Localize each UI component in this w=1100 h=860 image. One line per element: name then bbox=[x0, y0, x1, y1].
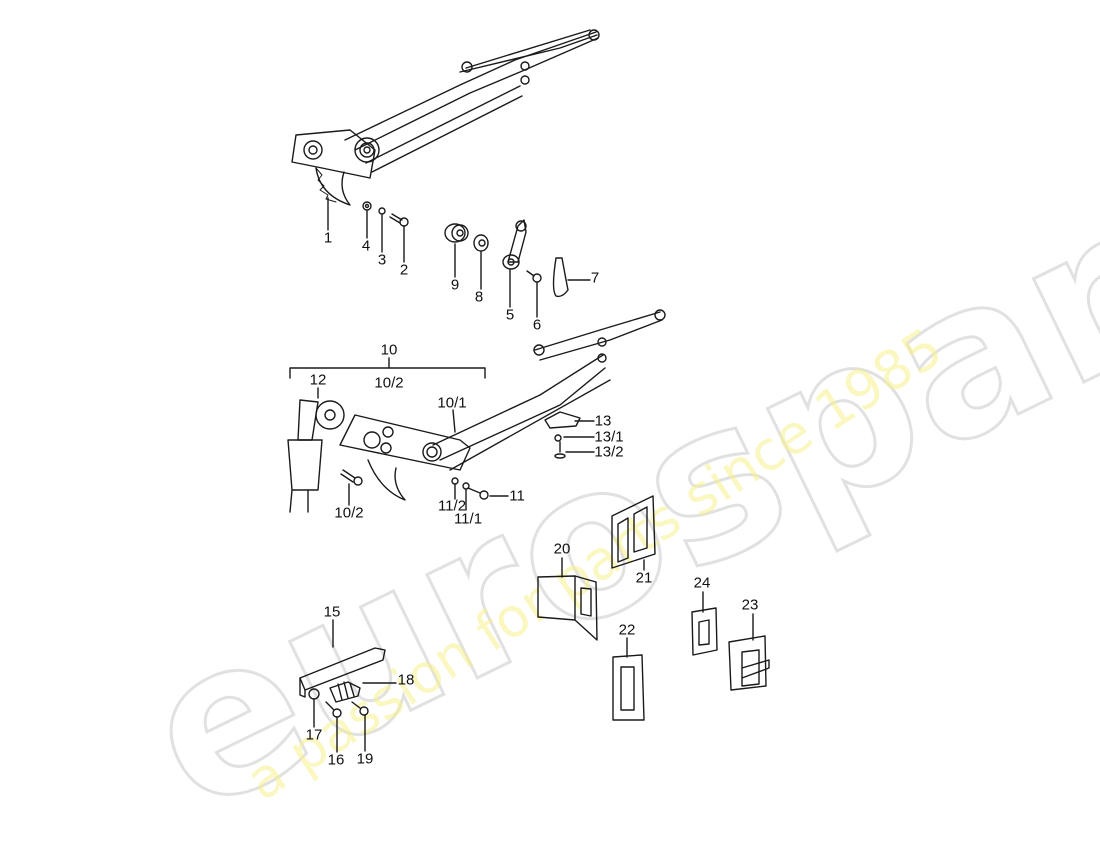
motor-part-12[interactable] bbox=[287, 399, 345, 513]
switch-part-24[interactable] bbox=[691, 607, 718, 656]
bracket-part-15[interactable] bbox=[299, 647, 386, 698]
clip-part-13[interactable] bbox=[544, 411, 581, 429]
parts-drawing bbox=[287, 29, 770, 753]
washer-part-11-2[interactable] bbox=[451, 477, 459, 485]
leader-lines-top bbox=[327, 197, 591, 318]
switch-frame-part-21[interactable] bbox=[611, 495, 656, 569]
part-label-3[interactable]: 3 bbox=[377, 251, 387, 269]
screw-part-6[interactable] bbox=[526, 270, 542, 283]
screw-part-16[interactable] bbox=[325, 701, 342, 718]
part-label-16[interactable]: 16 bbox=[327, 751, 345, 769]
leader-lines-bottom bbox=[313, 557, 754, 753]
part-label-20[interactable]: 20 bbox=[553, 540, 571, 558]
part-label-17[interactable]: 17 bbox=[305, 726, 323, 744]
part-label-11-2[interactable]: 11/2 bbox=[437, 497, 467, 515]
part-label-12[interactable]: 12 bbox=[309, 371, 327, 389]
part-label-10-1[interactable]: 10/1 bbox=[437, 394, 467, 412]
regulator-upper-part-1[interactable] bbox=[291, 29, 600, 206]
switch-housing-part-20[interactable] bbox=[537, 575, 598, 641]
bushing-part-9[interactable] bbox=[444, 223, 469, 243]
part-label-6[interactable]: 6 bbox=[532, 316, 542, 334]
bracket-part-10 bbox=[289, 357, 486, 379]
part-label-15[interactable]: 15 bbox=[323, 603, 341, 621]
washer-part-3[interactable] bbox=[378, 207, 386, 215]
part-label-2[interactable]: 2 bbox=[399, 261, 409, 279]
screw-part-19[interactable] bbox=[351, 701, 369, 716]
part-label-10-2-bottom[interactable]: 10/2 bbox=[334, 504, 364, 522]
part-label-9[interactable]: 9 bbox=[450, 276, 460, 294]
part-label-19[interactable]: 19 bbox=[356, 750, 374, 768]
part-label-18[interactable]: 18 bbox=[397, 671, 415, 689]
part-label-13-2[interactable]: 13/2 bbox=[594, 443, 624, 461]
regulator-assembly-part-10[interactable] bbox=[339, 309, 666, 501]
part-label-10[interactable]: 10 bbox=[380, 341, 398, 359]
part-label-7[interactable]: 7 bbox=[590, 269, 600, 287]
washer-part-8[interactable] bbox=[473, 234, 489, 252]
screw-part-13-2[interactable] bbox=[554, 441, 566, 459]
spring-part-13-1[interactable] bbox=[554, 434, 562, 442]
part-label-13[interactable]: 13 bbox=[594, 412, 612, 430]
part-label-1[interactable]: 1 bbox=[323, 229, 333, 247]
part-label-24[interactable]: 24 bbox=[693, 574, 711, 592]
knob-part-7[interactable] bbox=[552, 257, 569, 298]
part-label-11-1[interactable]: 11/1 bbox=[453, 510, 483, 528]
part-label-8[interactable]: 8 bbox=[474, 288, 484, 306]
leader-lines-middle bbox=[317, 387, 595, 511]
part-label-10-2-top[interactable]: 10/2 bbox=[374, 374, 404, 392]
window-switch-part-23[interactable] bbox=[728, 635, 770, 691]
crank-handle-part-5[interactable] bbox=[502, 219, 527, 270]
washer-part-4[interactable] bbox=[362, 201, 372, 211]
bolt-part-11[interactable] bbox=[467, 487, 489, 500]
screw-part-2[interactable] bbox=[389, 213, 409, 227]
part-label-23[interactable]: 23 bbox=[741, 596, 759, 614]
part-label-11[interactable]: 11 bbox=[509, 487, 525, 505]
part-label-4[interactable]: 4 bbox=[361, 237, 371, 255]
heatsink-part-18[interactable] bbox=[329, 681, 361, 703]
washer-part-11-1[interactable] bbox=[462, 482, 470, 490]
part-label-22[interactable]: 22 bbox=[618, 621, 636, 639]
part-label-21[interactable]: 21 bbox=[635, 569, 653, 587]
washer-part-17[interactable] bbox=[308, 688, 320, 700]
switch-bezel-part-22[interactable] bbox=[612, 654, 645, 721]
part-label-5[interactable]: 5 bbox=[505, 306, 515, 324]
screw-part-10-2[interactable] bbox=[340, 469, 363, 486]
part-label-13-1[interactable]: 13/1 bbox=[594, 428, 624, 446]
parts-diagram: eurospares a passion for parts since 198… bbox=[109, 29, 1100, 860]
